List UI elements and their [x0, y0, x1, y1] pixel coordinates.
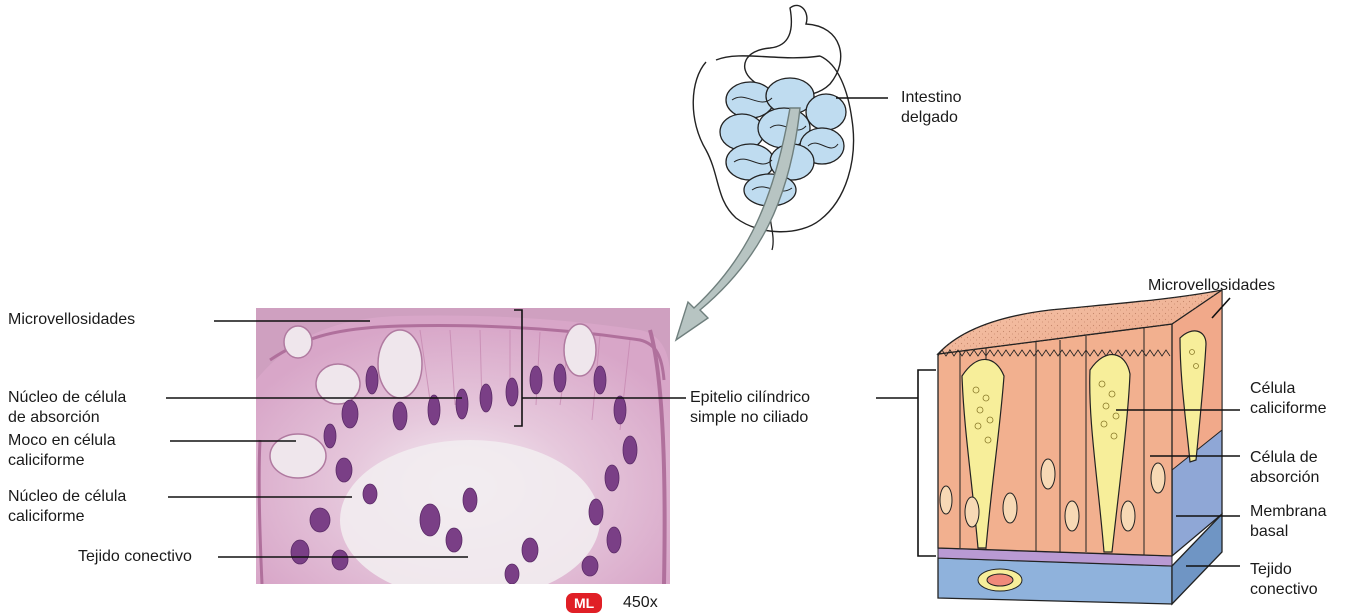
block-microvilli-label: Microvellosidades	[1148, 276, 1275, 296]
epithelium-label-line1: Epitelio cilíndrico	[690, 388, 810, 408]
basement-membrane-label: Membrana basal	[1250, 502, 1326, 542]
goblet-mucus-label-line1: Moco en célula	[8, 431, 116, 451]
intestine-label-line2: delgado	[901, 108, 961, 128]
micrograph-microvilli-label: Microvellosidades	[8, 310, 135, 330]
magnification-label: 450x	[623, 593, 658, 613]
epithelium-label-line2: simple no ciliado	[690, 408, 810, 428]
absorptive-nucleus-label-line2: de absorción	[8, 408, 126, 428]
goblet-mucus-label: Moco en célula caliciforme	[8, 431, 116, 471]
block-connective-label-line2: conectivo	[1250, 580, 1318, 600]
absorptive-cell-label-line2: absorción	[1250, 468, 1319, 488]
block-connective-label: Tejido conectivo	[1250, 560, 1318, 600]
goblet-nucleus-label: Núcleo de célula caliciforme	[8, 487, 126, 527]
absorptive-nucleus-label-line1: Núcleo de célula	[8, 388, 126, 408]
absorptive-cell-label: Célula de absorción	[1250, 448, 1319, 488]
basement-membrane-label-line2: basal	[1250, 522, 1326, 542]
goblet-cell-label-line1: Célula	[1250, 379, 1326, 399]
goblet-mucus-label-line2: caliciforme	[8, 451, 116, 471]
intestine-label: Intestino delgado	[901, 88, 961, 128]
goblet-cell-label-line2: caliciforme	[1250, 399, 1326, 419]
epithelium-block-illustration	[938, 290, 1222, 604]
block-connective-label-line1: Tejido	[1250, 560, 1318, 580]
intestine-label-line1: Intestino	[901, 88, 961, 108]
absorptive-cell-label-line1: Célula de	[1250, 448, 1319, 468]
ml-badge: ML	[566, 593, 602, 613]
epithelium-label: Epitelio cilíndrico simple no ciliado	[690, 388, 810, 428]
goblet-nucleus-label-line2: caliciforme	[8, 507, 126, 527]
absorptive-nucleus-label: Núcleo de célula de absorción	[8, 388, 126, 428]
goblet-cell-label: Célula caliciforme	[1250, 379, 1326, 419]
block-epithelium-bracket	[876, 370, 936, 556]
goblet-nucleus-label-line1: Núcleo de célula	[8, 487, 126, 507]
basement-membrane-label-line1: Membrana	[1250, 502, 1326, 522]
micrograph-connective-label: Tejido conectivo	[78, 547, 192, 567]
